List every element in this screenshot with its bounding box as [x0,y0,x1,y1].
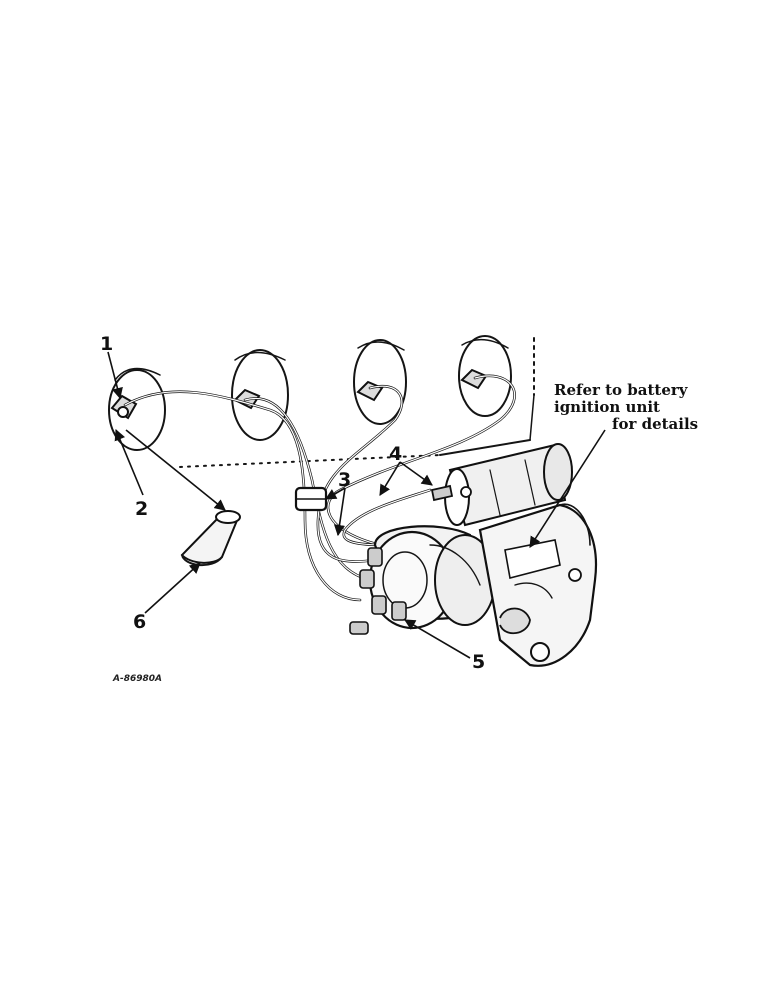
ignition-wires [123,374,567,602]
leader-lines [107,351,606,659]
leader-2-to-6 [125,429,226,511]
callout-5: 5 [472,651,485,673]
callout-3: 3 [338,469,351,491]
leader-1 [107,351,123,400]
cap-terminal-4 [391,601,407,621]
distributor [349,525,496,635]
callout-4: 4 [389,443,402,465]
leader-5 [404,619,471,659]
spark-plug-wells [108,335,512,451]
callout-6: 6 [133,611,146,633]
plug-well-2 [231,349,289,441]
spark-plug-caps [110,368,488,420]
leader-3b [333,487,346,537]
engine-block-outline [179,337,535,468]
battery-ignition-unit [478,503,598,667]
cap-terminal-3 [371,595,387,615]
cap-terminal-1 [367,547,383,567]
plug-cap-3 [356,380,384,402]
plug-cap-4 [460,368,488,390]
leader-3a [325,487,346,500]
leader-6 [144,562,201,614]
callout-2: 2 [135,498,148,520]
note-line-3: for details [612,415,698,433]
leader-note [529,429,606,548]
leader-4a [379,461,401,496]
leader-4b [399,461,433,486]
insulator-boot [180,510,241,566]
plug-well-1 [108,369,166,451]
figure-id: A-86980A [112,674,162,684]
wire-clip [294,486,328,512]
callout-labels: 1 2 3 4 5 6 [100,333,485,673]
callout-1: 1 [100,333,113,355]
coil-tower [430,484,454,502]
plug-well-4 [458,335,512,417]
leader-2 [114,428,144,496]
reference-note: Refer to battery ignition unit for detai… [554,381,698,433]
ignition-coil [430,443,573,527]
note-line-1: Refer to battery [554,381,689,399]
note-line-2: ignition unit [554,398,660,416]
cap-terminal-2 [359,569,375,589]
plug-well-3 [353,339,407,425]
